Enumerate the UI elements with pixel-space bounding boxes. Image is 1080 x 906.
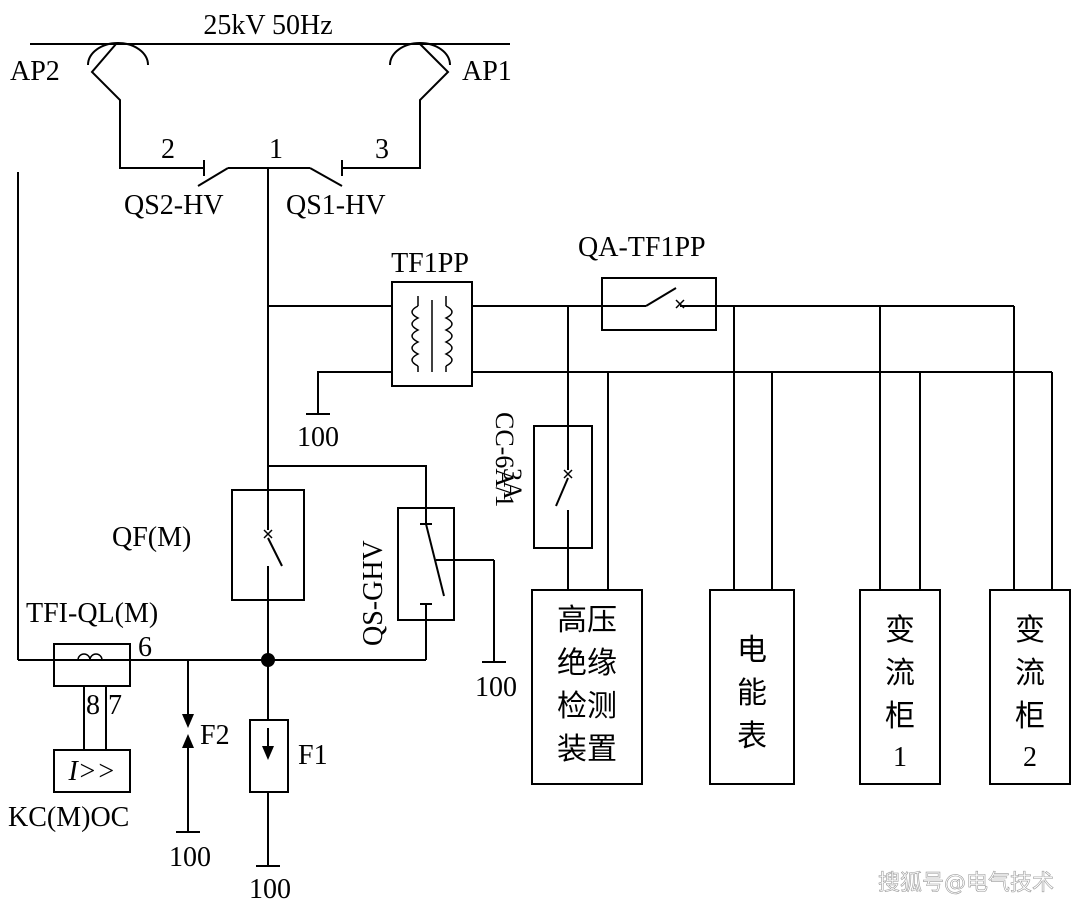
transformer-tf1pp — [391, 281, 473, 387]
watermark: 搜狐号@电气技术 — [878, 871, 1054, 896]
source-label: 25kV 50Hz — [203, 10, 332, 41]
arrester-label-f2: F2 — [200, 720, 230, 751]
grounding-switch-qs-ghv — [397, 507, 494, 621]
pantograph-ap1 — [341, 42, 451, 176]
load2-line2: 能 — [737, 676, 767, 711]
load-text-energy-meter: 电 能 表 — [737, 633, 767, 754]
load3-line2: 流 — [885, 656, 915, 691]
arrester-label-f1: F1 — [298, 740, 328, 771]
main-breaker-qf — [231, 489, 305, 601]
terminal-7: 7 — [108, 690, 122, 721]
pantograph-label-left: AP2 — [10, 56, 60, 87]
arrester-f2 — [176, 660, 200, 833]
terminal-8: 8 — [86, 690, 100, 721]
load4-line4: 2 — [1023, 742, 1037, 773]
relay-box — [53, 749, 131, 793]
load2-line1: 电 — [737, 633, 767, 668]
pantograph-label-right: AP1 — [462, 56, 512, 87]
load-text-insulation-monitor: 高压 绝缘 检测 装置 — [557, 603, 617, 767]
switch-label-cc-line2: 3A — [498, 468, 527, 500]
switch-label-qs2: QS2-HV — [124, 190, 224, 221]
load1-line4: 装置 — [557, 732, 617, 767]
qsg-top-wire — [268, 465, 427, 508]
relay-symbol: I>> — [67, 756, 115, 787]
load1-line2: 绝缘 — [557, 646, 617, 681]
switch-label-qa: QA-TF1PP — [578, 232, 706, 263]
load2-line3: 表 — [737, 719, 767, 754]
load3-line3: 柜 — [885, 699, 915, 734]
tf1pp-primary-ground-wire — [317, 371, 392, 414]
ground-label-tf1pp: 100 — [297, 422, 339, 453]
transformer-label-tfi: TFI-QL(M) — [26, 598, 158, 629]
switch-label-cc-line1: CC-6A/1 — [490, 412, 519, 507]
load-box-converter-2 — [989, 589, 1071, 785]
breaker-cc-6a — [533, 306, 593, 590]
ground-label-qsg: 100 — [475, 672, 517, 703]
load-box-energy-meter — [709, 589, 795, 785]
load3-line4: 1 — [893, 742, 907, 773]
ground-label-f1: 100 — [249, 874, 291, 905]
load-text-converter-1: 变 流 柜 1 — [885, 613, 915, 773]
terminal-6: 6 — [138, 632, 152, 663]
load1-line1: 高压 — [557, 603, 617, 638]
load4-line3: 柜 — [1015, 699, 1045, 734]
terminal-3: 3 — [375, 134, 389, 165]
load-box-insulation-monitor — [531, 589, 643, 785]
switch-label-qf: QF(M) — [112, 522, 191, 553]
current-transformer-tfi — [53, 643, 131, 750]
arrester-f1 — [249, 660, 289, 867]
load4-line1: 变 — [1015, 613, 1045, 648]
terminal-1: 1 — [269, 134, 283, 165]
transformer-label-tf1pp: TF1PP — [391, 248, 469, 279]
breaker-qa-tf1pp — [601, 277, 717, 331]
load1-line3: 检测 — [557, 689, 617, 724]
switch-label-qs-ghv: QS-GHV — [358, 540, 389, 646]
pantograph-ap2 — [87, 42, 205, 176]
load3-line1: 变 — [885, 613, 915, 648]
load-box-converter-1 — [859, 589, 941, 785]
switch-label-qs1: QS1-HV — [286, 190, 386, 221]
terminal-2: 2 — [161, 134, 175, 165]
relay-label: KC(M)OC — [8, 802, 129, 833]
load4-line2: 流 — [1015, 656, 1045, 691]
load-text-converter-2: 变 流 柜 2 — [1015, 613, 1045, 773]
ground-label-f2: 100 — [169, 842, 211, 873]
